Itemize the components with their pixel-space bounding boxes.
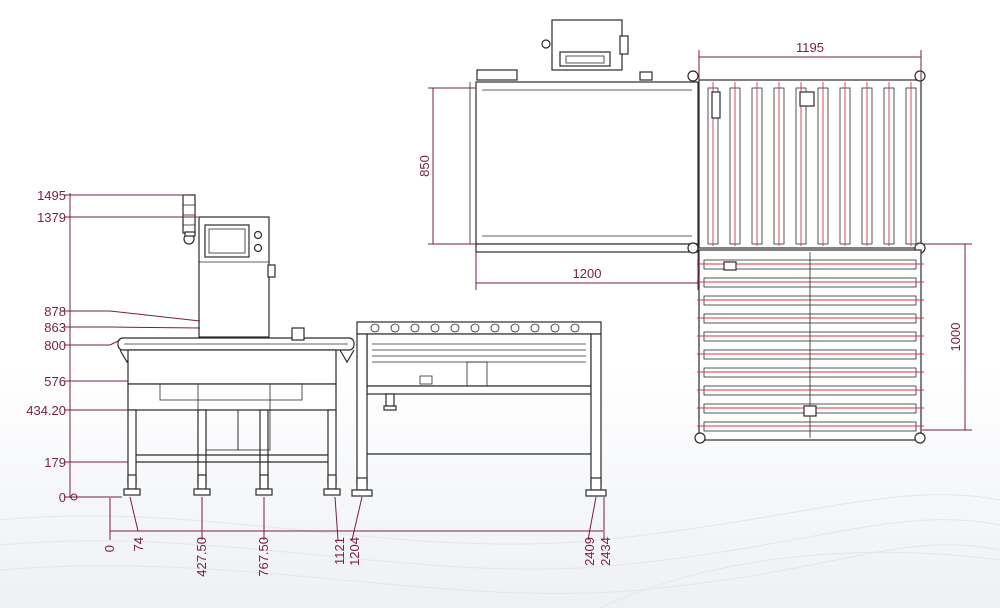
dim-length-2409: 2409 bbox=[582, 537, 597, 566]
dim-length-767: 767.50 bbox=[256, 537, 271, 577]
dim-height-434: 434.20 bbox=[26, 403, 66, 418]
dim-length-2434: 2434 bbox=[598, 537, 613, 566]
dim-length-1204: 1204 bbox=[347, 537, 362, 566]
background-waves bbox=[0, 494, 1000, 608]
dim-length-427: 427.50 bbox=[194, 537, 209, 577]
dim-height-179: 179 bbox=[44, 455, 66, 470]
dim-height-1379: 1379 bbox=[37, 210, 66, 225]
dim-height-1495: 1495 bbox=[37, 188, 66, 203]
top-view-dimensions bbox=[428, 50, 972, 431]
dim-table-width: 1195 bbox=[796, 40, 824, 55]
dim-height-863: 863 bbox=[44, 320, 66, 335]
roller-centerlines-upper bbox=[712, 82, 912, 246]
machine-feet bbox=[123, 474, 341, 496]
dim-height-0: 0 bbox=[59, 490, 66, 505]
dim-length-1121: 1121 bbox=[332, 537, 347, 565]
dim-height-576: 576 bbox=[44, 374, 66, 389]
dim-table-length: 1000 bbox=[948, 323, 963, 352]
dim-length-0: 0 bbox=[102, 545, 117, 552]
dim-height-878: 878 bbox=[44, 304, 66, 319]
dim-length-74: 74 bbox=[131, 537, 146, 551]
roller-centerlines-lower bbox=[697, 263, 924, 427]
reject-conveyor-unit bbox=[351, 321, 607, 497]
top-view-roller-table bbox=[687, 70, 926, 444]
checkweigher-machine bbox=[117, 194, 355, 496]
dim-conveyor-width: 850 bbox=[417, 155, 432, 177]
height-dimensions bbox=[64, 193, 201, 501]
top-view-conveyor bbox=[469, 19, 699, 253]
dim-conveyor-length: 1200 bbox=[573, 266, 602, 281]
length-dimensions bbox=[109, 496, 605, 541]
dim-height-800: 800 bbox=[44, 338, 66, 353]
